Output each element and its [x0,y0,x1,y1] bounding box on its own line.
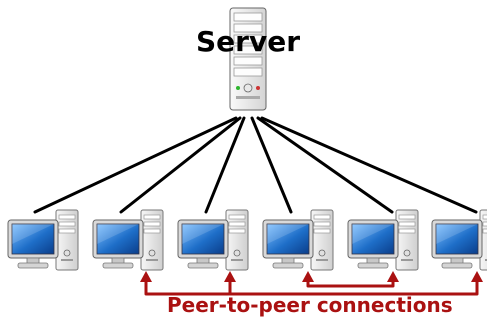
p2p-link-2-3 [144,282,232,296]
arrowhead-icon [302,271,314,282]
server-link-2 [119,116,242,214]
arrowhead-icon [224,271,236,282]
server-link-6 [260,116,478,214]
computer-icon [7,209,79,271]
server-link-1 [33,116,238,214]
arrowhead-icon [140,271,152,282]
computer-icon [177,209,249,271]
server-icon [229,7,267,111]
server-link-4 [250,116,293,214]
p2p-connection-lines [144,282,479,296]
computer-icon [92,209,164,271]
p2p-link-4-5 [306,282,395,288]
p2p-arrowheads [140,271,483,282]
server-link-5 [256,116,394,214]
arrowhead-icon [387,271,399,282]
computer-icon [347,209,419,271]
computer-icon [262,209,334,271]
p2p-link-to-6 [230,282,479,296]
p2p-label: Peer-to-peer connections [167,293,453,317]
server-label: Server [196,25,301,58]
computer-icon [431,209,487,271]
server-link-3 [204,116,246,214]
arrowhead-icon [471,271,483,282]
server-connection-lines [33,116,478,214]
